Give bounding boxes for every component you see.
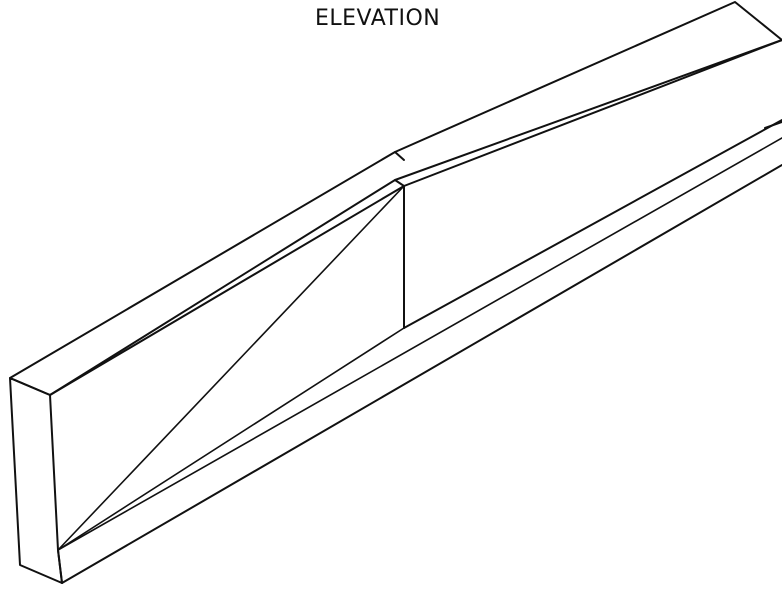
wall-joint-top xyxy=(394,151,405,161)
wall-top-ridge xyxy=(394,179,405,187)
toe-front-edge xyxy=(61,164,782,584)
base-left-bottom-edge xyxy=(57,549,63,584)
page-title: ELEVATION xyxy=(315,6,441,31)
wall-front-top-edge-right xyxy=(403,39,782,187)
wall-left-end-face xyxy=(9,377,63,584)
taper-base-line xyxy=(57,137,782,551)
toe-upper-edge xyxy=(403,119,782,329)
toe-step-edge xyxy=(764,121,782,129)
wall-front-top-edge xyxy=(49,185,405,396)
taper-lower-line xyxy=(57,327,405,551)
wall-top-face xyxy=(9,1,782,396)
taper-diagonal-line xyxy=(57,185,405,551)
